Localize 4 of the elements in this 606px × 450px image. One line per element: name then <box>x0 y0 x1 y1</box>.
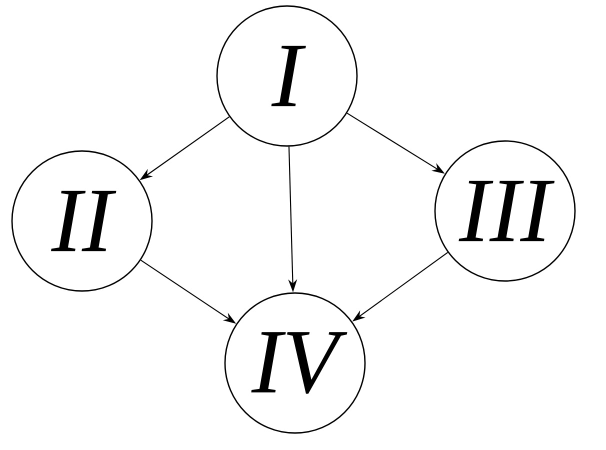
circle-node: III <box>434 140 576 282</box>
circle-node: II <box>11 150 153 292</box>
circle-node: I <box>216 5 358 147</box>
circle-node: IV <box>224 292 366 434</box>
